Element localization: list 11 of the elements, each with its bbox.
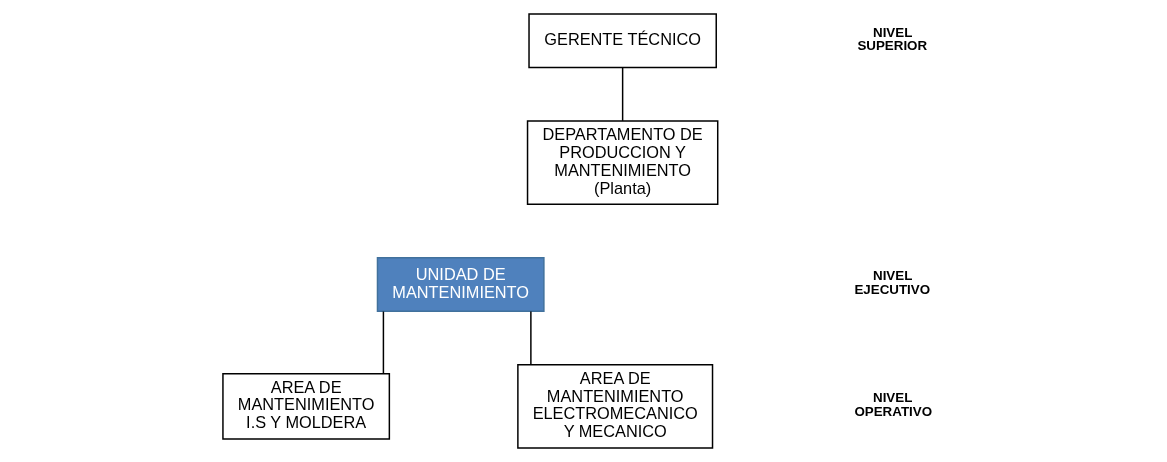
label: NIVEL SUPERIOR	[856, 24, 927, 54]
label: NIVEL OPERATIVO	[853, 390, 932, 419]
node-box: GERENTE TÉCNICO	[527, 13, 717, 69]
connector	[621, 67, 623, 122]
label: NIVEL EJECUTIVO	[853, 268, 930, 297]
node-box: DEPARTAMENTO DE PRODUCCION Y MANTENIMIENTO (Planta)	[526, 120, 718, 205]
node-box: UNIDAD DE MANTENIMIENTO	[376, 257, 545, 312]
node-box: AREA DE MANTENIMIENTO ELECTROMECANICO Y MECANICO	[516, 363, 713, 449]
connector	[529, 310, 532, 366]
connector	[382, 310, 384, 375]
node-box: AREA DE MANTENIMIENTO I.S Y MOLDERA	[221, 372, 390, 440]
